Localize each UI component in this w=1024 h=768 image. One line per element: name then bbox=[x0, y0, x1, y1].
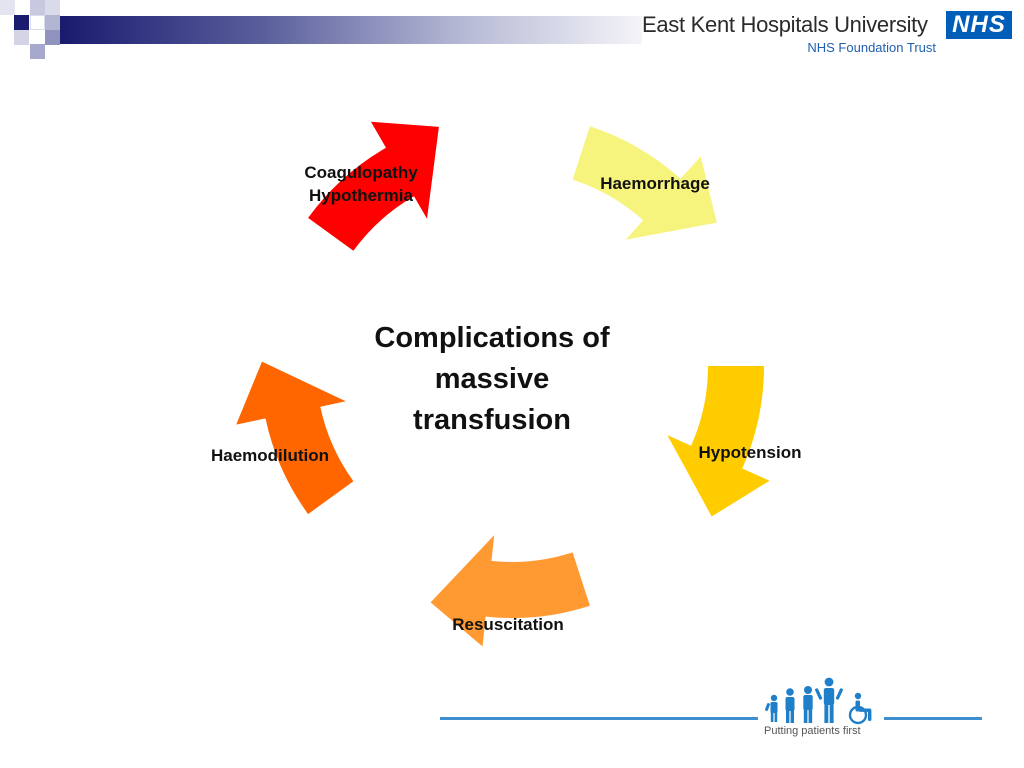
arrow-haemodilution bbox=[236, 361, 354, 515]
patients-people-icons bbox=[765, 677, 872, 725]
arrow-hypotension bbox=[667, 366, 770, 517]
label-resuscitation: Resuscitation bbox=[452, 615, 564, 634]
arrow-haemorrhage bbox=[572, 126, 717, 240]
label-haemorrhage: Haemorrhage bbox=[600, 174, 710, 193]
adult-icon bbox=[803, 686, 813, 723]
header-gradient-bar bbox=[60, 16, 642, 44]
label-coagulopathy-hypothermia: Coagulopathy Hypothermia bbox=[304, 163, 418, 205]
nhs-logo: NHS bbox=[946, 11, 1012, 39]
child-icon bbox=[765, 694, 778, 722]
arrow-resuscitation bbox=[430, 535, 590, 647]
tall-adult-icon bbox=[815, 677, 843, 723]
organisation-subtitle: NHS Foundation Trust bbox=[807, 40, 936, 55]
footer-line-left bbox=[440, 717, 758, 720]
footer-line-right bbox=[884, 717, 982, 720]
header-decorative-squares bbox=[0, 0, 90, 62]
arrow-coagulopathy bbox=[308, 121, 439, 251]
label-hypotension: Hypotension bbox=[698, 443, 802, 462]
tagline: Putting patients first bbox=[764, 725, 861, 737]
adult-icon bbox=[785, 688, 795, 723]
label-haemodilution: Haemodilution bbox=[210, 446, 330, 465]
organisation-name: East Kent Hospitals University bbox=[642, 12, 928, 37]
center-title: Complications of massive transfusion bbox=[374, 322, 610, 436]
